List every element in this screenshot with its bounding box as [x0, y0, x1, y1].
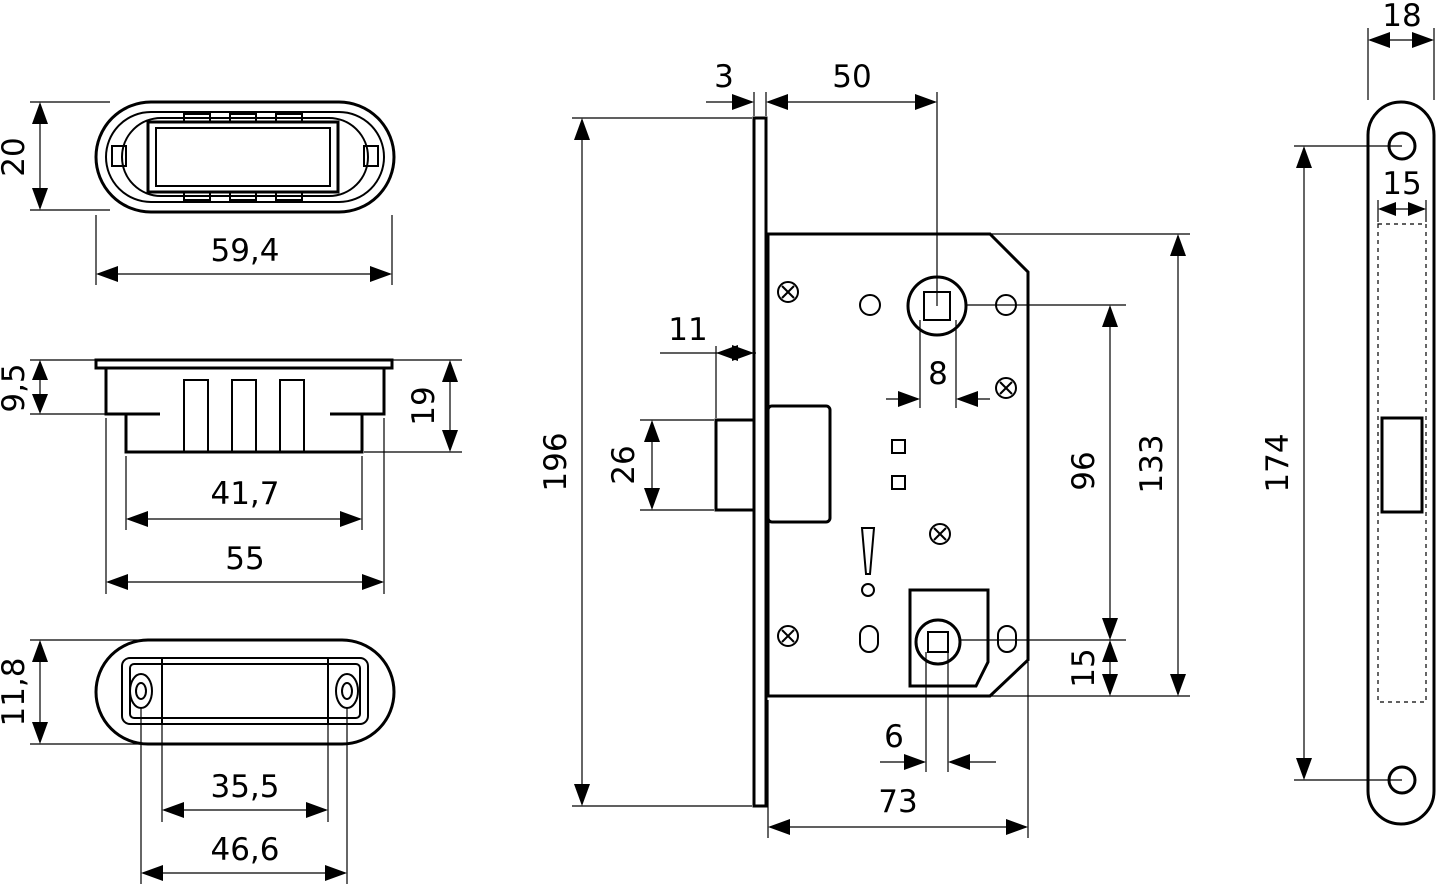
dim-strike-body-inner: 41,7	[125, 456, 363, 530]
dim-label-15-plate: 15	[1382, 166, 1421, 202]
dim-latch-height: 26	[606, 419, 714, 511]
screw-icon	[777, 625, 799, 647]
dim-label-73: 73	[878, 784, 917, 820]
dim-spindle-size: 8	[886, 320, 990, 408]
dim-strike-cover-width: 59,4	[95, 215, 393, 285]
dim-strike-cover-height: 20	[0, 101, 110, 211]
dim-faceplate-total-height: 196	[538, 117, 752, 807]
dim-strike-total-depth: 19	[364, 359, 462, 453]
dim-label-133: 133	[1134, 434, 1170, 493]
dim-faceplate-width: 18	[1367, 0, 1435, 100]
dim-handle-to-cylinder: 96	[960, 304, 1126, 641]
dim-label-18: 18	[1382, 0, 1421, 34]
dim-label-35-5: 35,5	[210, 769, 279, 805]
dim-label-26: 26	[606, 445, 642, 484]
dim-label-46-6: 46,6	[210, 832, 279, 868]
dim-strike-front-depth: 9,5	[0, 359, 106, 415]
dim-strike-hole-inner: 35,5	[161, 700, 329, 822]
dim-label-196: 196	[538, 432, 574, 491]
dim-strike-hole-outer: 46,6	[140, 708, 348, 884]
dim-cylinder-to-bottom: 15	[1066, 640, 1118, 696]
dim-label-19: 19	[406, 386, 442, 425]
screw-icon	[929, 523, 951, 545]
dim-label-50: 50	[832, 59, 871, 95]
dim-label-20: 20	[0, 137, 32, 176]
dim-label-3: 3	[714, 59, 734, 95]
dim-lower-spindle-size: 6	[880, 652, 996, 772]
dim-strike-plate-height: 11,8	[0, 639, 200, 745]
strike-plate-view	[94, 638, 396, 746]
strike-cover-front-view	[94, 100, 396, 214]
dim-case-height: 133	[990, 233, 1190, 697]
dim-label-9-5: 9,5	[0, 363, 32, 412]
dim-label-55: 55	[225, 541, 264, 577]
dim-label-8: 8	[928, 356, 948, 392]
dim-latch-projection: 11	[660, 312, 756, 418]
dim-faceplate-thickness: 3	[706, 59, 767, 116]
dim-faceplate-inner-width: 15	[1377, 166, 1427, 222]
dim-faceplate-hole-distance: 174	[1260, 145, 1402, 781]
dim-label-6: 6	[884, 719, 904, 755]
dim-label-174: 174	[1260, 433, 1296, 492]
screw-icon	[777, 281, 799, 303]
dim-label-96: 96	[1066, 451, 1102, 490]
dim-backset: 50	[766, 59, 938, 306]
dim-label-15-cyl: 15	[1066, 648, 1102, 687]
dim-label-41-7: 41,7	[210, 476, 279, 512]
dim-label-59-4: 59,4	[210, 233, 279, 269]
dim-label-11: 11	[668, 312, 707, 348]
dim-strike-body-outer: 55	[105, 418, 385, 594]
strike-box-side-view	[94, 358, 394, 454]
screw-icon	[995, 377, 1017, 399]
lock-body-view	[714, 116, 1030, 808]
dim-label-11-8: 11,8	[0, 657, 32, 726]
dim-case-depth: 73	[767, 662, 1029, 838]
